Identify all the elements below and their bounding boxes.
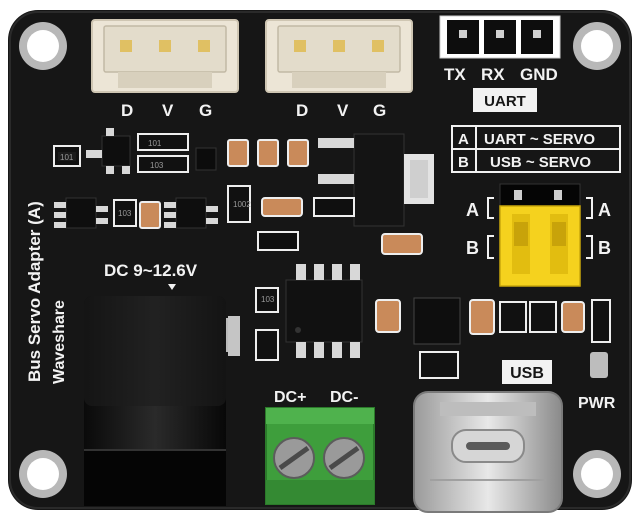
jumper-block[interactable] [499, 183, 581, 287]
usb-c-connector[interactable] [413, 391, 563, 513]
servo-connector-right[interactable] [265, 19, 413, 93]
resistor-code-2: 103 [150, 161, 164, 170]
board-title: Bus Servo Adapter (A) [25, 201, 44, 382]
uart-pin-gnd: GND [520, 65, 558, 84]
brand-name: Waveshare [51, 300, 68, 384]
mode-table [451, 125, 621, 173]
resistor-code-5: 103 [118, 209, 132, 218]
servo-connector-left[interactable] [91, 19, 239, 93]
pin-label-right-g: G [373, 101, 386, 120]
pin-label-left-d: D [121, 101, 133, 120]
resistor-code-1: 101 [148, 139, 162, 148]
mounting-hole-tl [19, 22, 67, 70]
mode-row-b-key: B [458, 154, 469, 171]
jumper-label-right-b: B [598, 238, 611, 258]
power-led-label: PWR [578, 395, 616, 412]
uart-label: UART [484, 93, 526, 110]
mode-row-a-key: A [458, 131, 469, 148]
mounting-hole-bl [19, 450, 67, 498]
pin-label-right-d: D [296, 101, 308, 120]
uart-header[interactable] [439, 15, 561, 59]
resistor-code-4: 1002 [233, 200, 251, 209]
jumper-label-left-b: B [466, 238, 479, 258]
terminal-label-minus: DC- [330, 389, 358, 406]
pin-label-left-g: G [199, 101, 212, 120]
usb-label-box [502, 360, 552, 384]
dc-barrel-jack[interactable] [84, 296, 240, 506]
uart-pin-tx: TX [444, 65, 466, 84]
dc-jack-label: DC 9~12.6V [104, 261, 198, 280]
pin-label-right-v: V [337, 101, 349, 120]
mode-row-b-text: USB ~ SERVO [490, 154, 591, 171]
screw-terminal[interactable] [265, 407, 375, 505]
mounting-hole-br [573, 450, 621, 498]
pin-label-left-v: V [162, 101, 174, 120]
jumper-label-right-a: A [598, 200, 611, 220]
usb-label: USB [510, 365, 544, 382]
uart-label-box [473, 88, 537, 112]
uart-pin-rx: RX [481, 65, 505, 84]
mounting-hole-tr [573, 22, 621, 70]
smd-components: 101 103 101 1002 103 103 [53, 128, 611, 379]
terminal-label-plus: DC+ [274, 389, 306, 406]
mode-row-a-text: UART ~ SERVO [484, 131, 595, 148]
resistor-code-3: 101 [60, 153, 74, 162]
resistor-code-6: 103 [261, 295, 275, 304]
jumper-label-left-a: A [466, 200, 479, 220]
